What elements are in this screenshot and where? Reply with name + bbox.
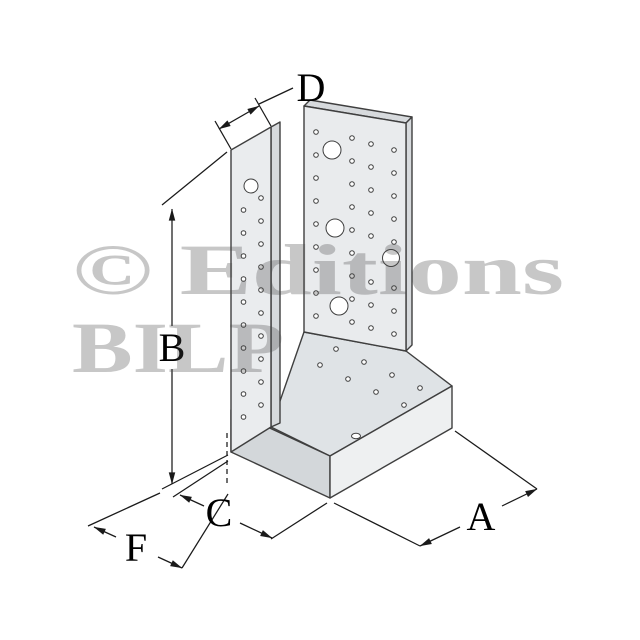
right-plate-large-hole	[322, 140, 342, 160]
dim-line-d	[218, 105, 260, 130]
ext-line-c-left	[172, 460, 229, 498]
ext-line-d-left	[214, 120, 232, 150]
right-plate-face	[303, 105, 407, 352]
dim-label-f: F	[125, 525, 147, 570]
watermark-line2: BILP	[72, 308, 284, 388]
right-plate-large-hole	[325, 218, 345, 238]
seat-hole-pattern	[317, 346, 423, 440]
dim-line-f-left	[93, 526, 117, 538]
ext-line-d-right	[254, 97, 272, 127]
right-plate-large-hole	[329, 296, 349, 316]
dim-label-b: B	[159, 325, 186, 370]
ext-line-c-right	[270, 502, 328, 540]
dim-line-c-right	[239, 522, 273, 539]
seat-bottom-hole	[351, 432, 361, 440]
dimension-labels: D B C F A	[125, 65, 496, 570]
right-plate-large-hole	[382, 249, 400, 267]
dim-line-a-right	[501, 488, 538, 507]
ext-line-f-right	[181, 493, 229, 569]
watermark: © Editions BILP	[72, 230, 564, 388]
ext-line-a-right	[454, 430, 538, 490]
dim-line-a-left	[419, 526, 461, 547]
dim-label-d: D	[297, 65, 326, 110]
dim-label-c: C	[206, 490, 233, 535]
right-plate-holes	[313, 129, 400, 337]
watermark-line1: © Editions	[72, 230, 564, 310]
ext-line-a-left	[333, 502, 421, 547]
seat-front-right-face	[329, 385, 453, 499]
hanger-body	[230, 99, 453, 499]
left-flange-large-hole	[243, 178, 259, 194]
ext-line-f-left	[87, 492, 161, 527]
dimension-lines	[87, 87, 538, 569]
dim-line-c-left	[179, 494, 205, 507]
ext-line-b-top	[161, 151, 228, 206]
left-flange-holes	[240, 178, 264, 420]
dim-line-f-right	[157, 556, 183, 569]
dim-label-a: A	[467, 494, 496, 539]
ext-line-d-tail	[258, 87, 294, 105]
